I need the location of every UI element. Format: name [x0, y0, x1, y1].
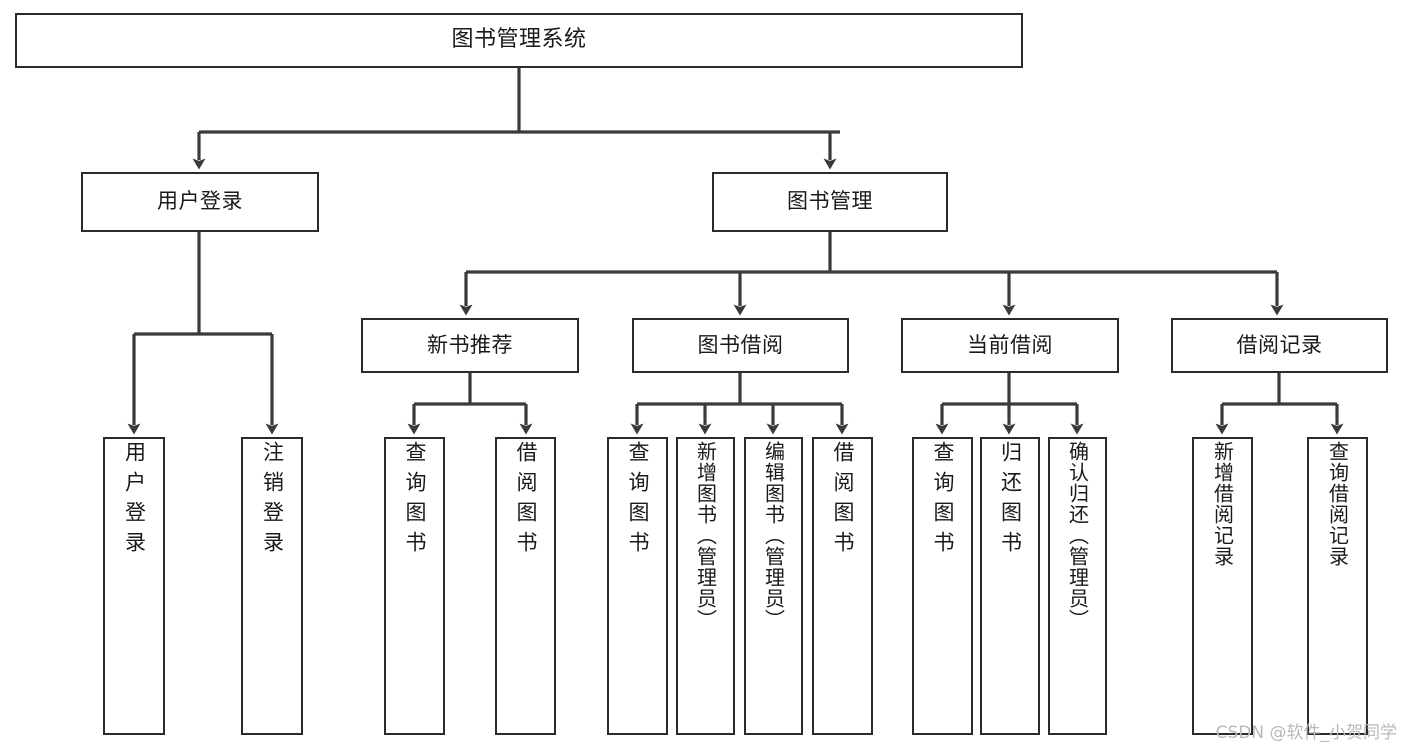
- node-new-book-recommend-label: 新书推荐: [427, 332, 513, 357]
- node-user-login-label: 用户登录: [157, 189, 243, 214]
- node-leaf-borrow-book-2[interactable]: 借阅图书: [812, 437, 873, 735]
- node-leaf-return-book-label: 归还图书: [998, 441, 1023, 561]
- node-book-manage-label: 图书管理: [787, 189, 873, 214]
- node-leaf-logout-label: 注销登录: [260, 441, 285, 561]
- node-borrow-record-label: 借阅记录: [1236, 332, 1323, 357]
- node-leaf-add-record[interactable]: 新增借阅记录: [1192, 437, 1253, 735]
- node-leaf-query-book-1[interactable]: 查询图书: [384, 437, 445, 735]
- node-leaf-user-login-label: 用户登录: [122, 441, 147, 561]
- node-leaf-confirm-return[interactable]: 确认归还（管理员）: [1048, 437, 1107, 735]
- node-root-label: 图书管理系统: [451, 27, 587, 53]
- node-book-borrow[interactable]: 图书借阅: [632, 318, 849, 373]
- node-leaf-logout[interactable]: 注销登录: [241, 437, 303, 735]
- node-leaf-confirm-return-label: 确认归还（管理员）: [1065, 441, 1090, 630]
- node-leaf-edit-book[interactable]: 编辑图书（管理员）: [744, 437, 803, 735]
- node-leaf-query-book-3-label: 查询图书: [931, 441, 955, 561]
- node-leaf-user-login[interactable]: 用户登录: [103, 437, 165, 735]
- node-user-login[interactable]: 用户登录: [81, 172, 319, 232]
- node-leaf-return-book[interactable]: 归还图书: [980, 437, 1040, 735]
- node-book-manage[interactable]: 图书管理: [712, 172, 948, 232]
- node-leaf-add-book-label: 新增图书（管理员）: [693, 441, 718, 630]
- node-leaf-query-book-1-label: 查询图书: [403, 441, 427, 561]
- node-borrow-record[interactable]: 借阅记录: [1171, 318, 1388, 373]
- node-root[interactable]: 图书管理系统: [15, 13, 1023, 68]
- node-current-borrow-label: 当前借阅: [967, 332, 1053, 357]
- node-leaf-borrow-book-1-label: 借阅图书: [514, 441, 538, 561]
- node-leaf-query-book-2-label: 查询图书: [626, 441, 650, 561]
- node-leaf-query-book-3[interactable]: 查询图书: [912, 437, 973, 735]
- node-leaf-edit-book-label: 编辑图书（管理员）: [761, 441, 786, 630]
- node-new-book-recommend[interactable]: 新书推荐: [361, 318, 579, 373]
- node-leaf-add-record-label: 新增借阅记录: [1210, 441, 1235, 567]
- node-current-borrow[interactable]: 当前借阅: [901, 318, 1119, 373]
- node-leaf-borrow-book-2-label: 借阅图书: [831, 441, 855, 561]
- node-book-borrow-label: 图书借阅: [697, 332, 784, 357]
- node-leaf-query-book-2[interactable]: 查询图书: [607, 437, 668, 735]
- node-leaf-query-record[interactable]: 查询借阅记录: [1307, 437, 1368, 735]
- node-leaf-borrow-book-1[interactable]: 借阅图书: [495, 437, 556, 735]
- node-leaf-add-book[interactable]: 新增图书（管理员）: [676, 437, 735, 735]
- node-leaf-query-record-label: 查询借阅记录: [1325, 441, 1350, 567]
- watermark: CSDN @软件_小贺同学: [1215, 723, 1397, 743]
